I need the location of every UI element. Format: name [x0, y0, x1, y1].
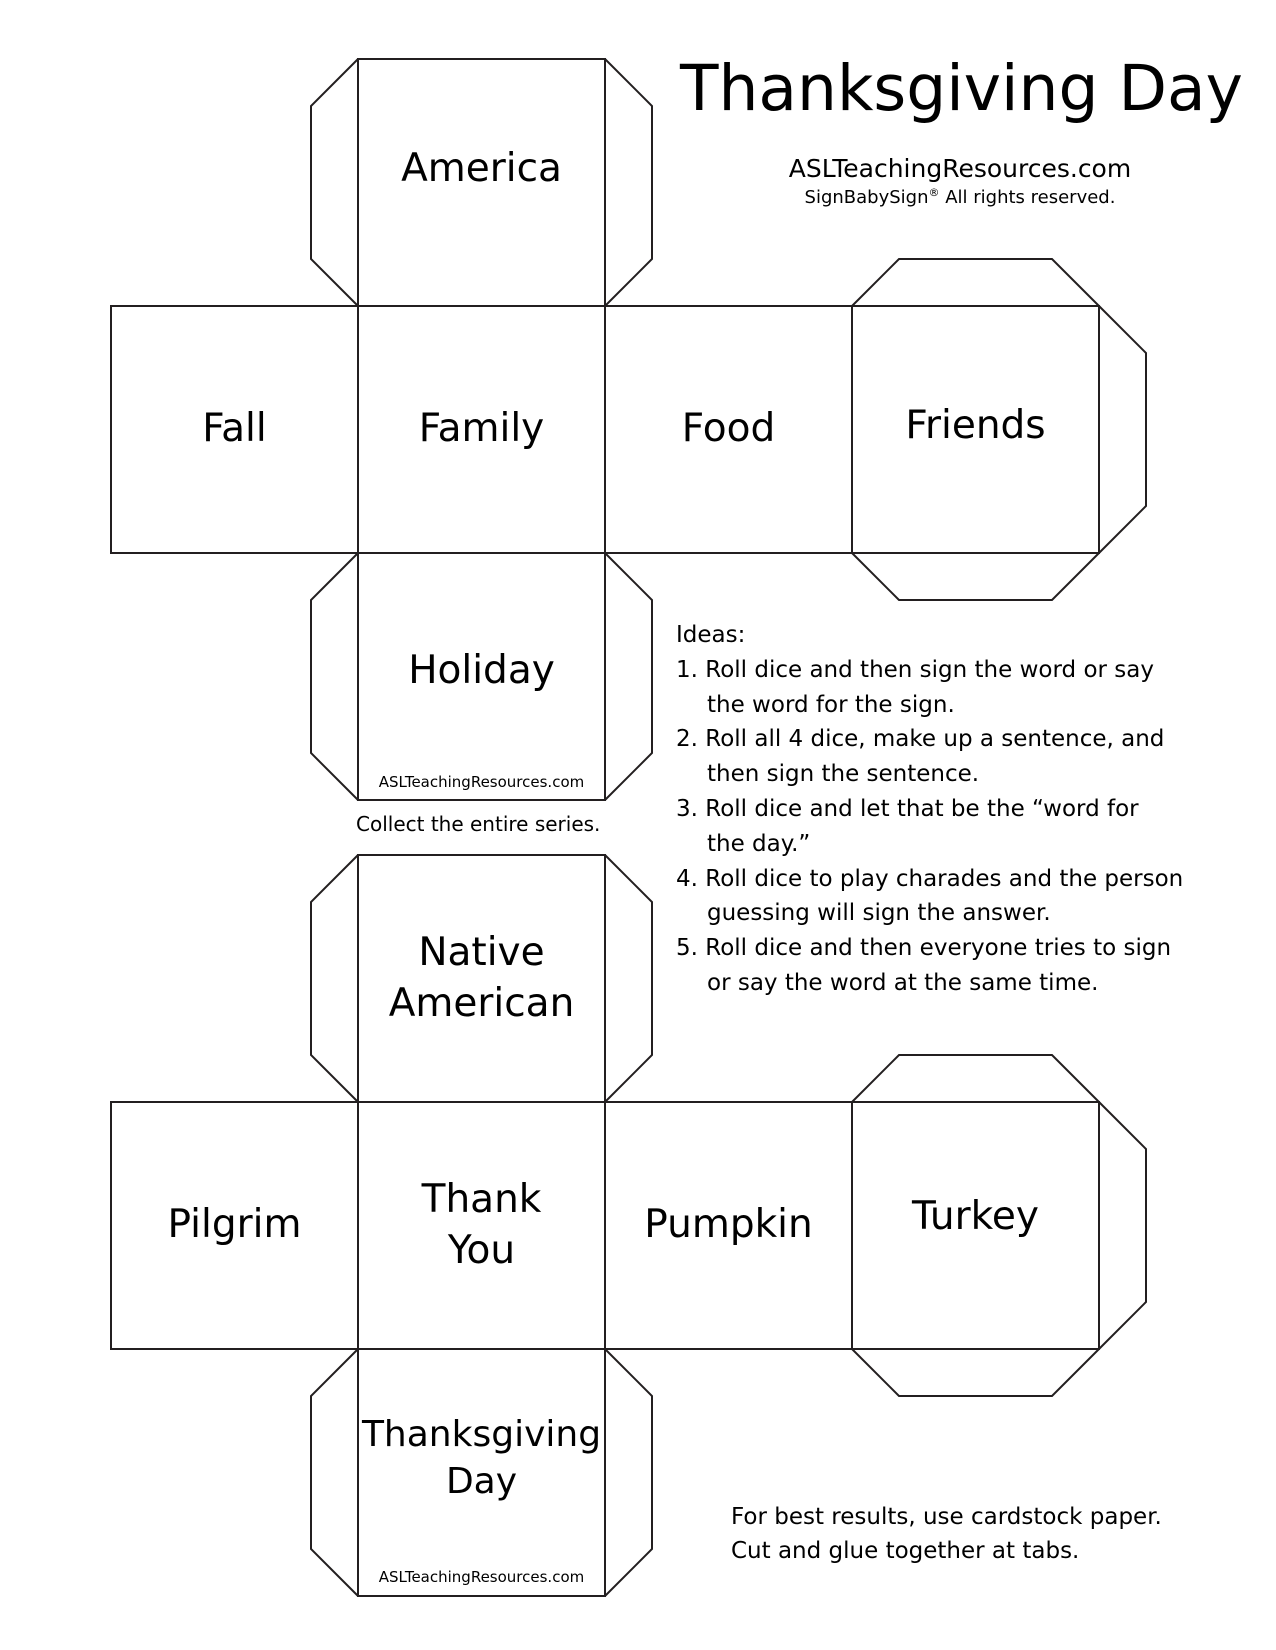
printing-tips: For best results, use cardstock paper. C…	[731, 1500, 1162, 1568]
die2-face-bottom: Thanksgiving Day	[361, 1414, 602, 1502]
die1-face-4: Friends	[905, 402, 1046, 448]
glue-tab	[310, 58, 359, 307]
tip-line: For best results, use cardstock paper.	[731, 1504, 1162, 1530]
die2-face-top: Native American	[388, 929, 575, 1026]
brand-name: SignBabySign	[804, 187, 929, 208]
glue-tab	[310, 552, 359, 801]
die-face	[357, 1348, 606, 1597]
glue-tab	[604, 854, 653, 1103]
glue-tab	[604, 1348, 653, 1597]
ideas-list: Ideas: 1. Roll dice and then sign the wo…	[676, 618, 1183, 1001]
die1-face-top: America	[401, 145, 562, 191]
idea-line: 4. Roll dice to play charades and the pe…	[676, 865, 1184, 892]
die-face	[357, 552, 606, 801]
registered-mark: ®	[928, 186, 940, 199]
collect-note: Collect the entire series.	[356, 812, 601, 836]
glue-tab	[851, 258, 1100, 307]
glue-tab	[1098, 1101, 1147, 1350]
die2-face-3: Pumpkin	[644, 1202, 813, 1248]
die2-face-1: Pilgrim	[167, 1202, 302, 1248]
glue-tab	[1098, 305, 1147, 554]
die2-face-2: Thank You	[421, 1176, 542, 1273]
die1-face-bottom: Holiday	[408, 648, 555, 694]
idea-line: the day.”	[707, 830, 811, 857]
die1-face-1: Fall	[202, 406, 267, 452]
idea-line: 2. Roll all 4 dice, make up a sentence, …	[676, 726, 1165, 753]
idea-line: 5. Roll dice and then everyone tries to …	[676, 935, 1172, 962]
idea-line: then sign the sentence.	[707, 761, 980, 788]
site-url: ASLTeachingResources.com	[788, 154, 1132, 183]
glue-tab	[851, 552, 1100, 601]
idea-line: or say the word at the same time.	[707, 969, 1099, 996]
tip-line: Cut and glue together at tabs.	[731, 1538, 1080, 1564]
die-face	[851, 305, 1100, 554]
glue-tab	[851, 1054, 1100, 1103]
idea-line: 3. Roll dice and let that be the “word f…	[676, 795, 1139, 822]
glue-tab	[310, 854, 359, 1103]
idea-line: 1. Roll dice and then sign the word or s…	[676, 656, 1154, 683]
glue-tab	[851, 1348, 1100, 1397]
die2-credit: ASLTeachingResources.com	[378, 1568, 585, 1586]
idea-line: the word for the sign.	[707, 691, 955, 718]
rights-text: All rights reserved.	[939, 187, 1116, 208]
copyright-notice: SignBabySign® All rights reserved.	[760, 186, 1160, 208]
die1-face-2: Family	[418, 406, 545, 452]
ideas-heading: Ideas:	[676, 622, 746, 648]
die1-credit: ASLTeachingResources.com	[378, 773, 585, 791]
idea-line: guessing will sign the answer.	[707, 900, 1051, 927]
die1-face-3: Food	[681, 406, 776, 452]
glue-tab	[310, 1348, 359, 1597]
die2-face-4: Turkey	[912, 1193, 1039, 1239]
glue-tab	[604, 552, 653, 801]
die-face	[851, 1101, 1100, 1350]
glue-tab	[604, 58, 653, 307]
page-title: Thanksgiving Day	[680, 52, 1243, 125]
